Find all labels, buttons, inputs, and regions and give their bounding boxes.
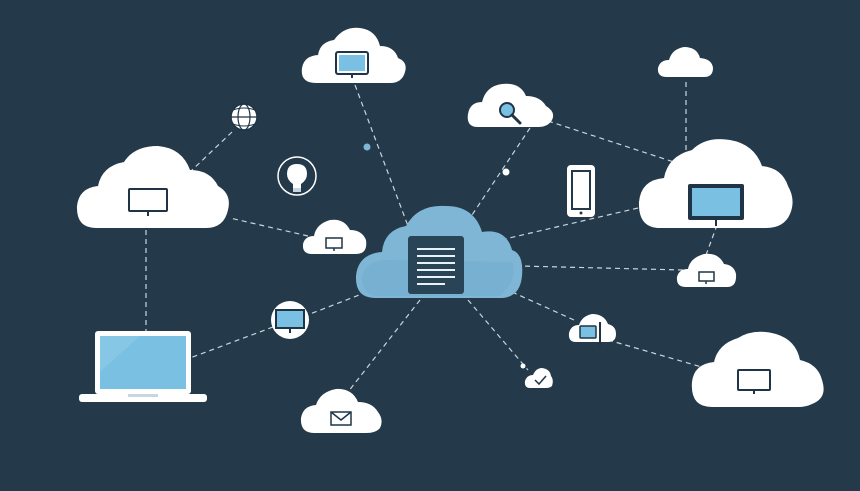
lightbulb-icon (287, 164, 307, 192)
small-tv-cloud[interactable] (302, 219, 367, 254)
connector-globe (189, 131, 233, 173)
connector-search-right-monitor (547, 120, 681, 165)
left-monitor-cloud[interactable] (76, 146, 229, 228)
tv-icon (698, 271, 715, 284)
connectors (145, 82, 717, 393)
connector-email (347, 299, 421, 393)
envelope-icon (330, 411, 352, 426)
checkmark-cloud[interactable] (524, 368, 553, 388)
tablet-stylus-icon (579, 322, 601, 346)
connector-dot-bottom (520, 363, 526, 369)
laptop-icon (79, 331, 207, 402)
connector-top-monitor (354, 84, 409, 227)
monitor-icon (737, 369, 771, 394)
tv-icon (275, 309, 305, 333)
connector-checkmark (467, 299, 529, 371)
connector-tv-circle (309, 291, 368, 315)
monitor-icon (688, 184, 744, 226)
connector-small-tv (229, 217, 309, 237)
tablet-cloud[interactable] (568, 314, 616, 346)
lightbulb[interactable] (277, 156, 317, 196)
search-icon (499, 102, 522, 125)
bottom-right-monitor-cloud[interactable] (691, 331, 824, 407)
connector-right-small-tv (519, 265, 684, 271)
central-cloud[interactable] (355, 205, 523, 298)
connector-bottom-right-monitor (607, 339, 706, 369)
connector-laptop (189, 326, 274, 359)
laptop[interactable] (79, 331, 207, 402)
connector-search (465, 127, 531, 225)
globe-icon (230, 103, 258, 131)
connector-right-small-tv-to-monitor (705, 227, 717, 256)
top-monitor-cloud[interactable] (301, 27, 406, 83)
search-cloud[interactable] (467, 83, 554, 127)
monitor-icon (335, 51, 369, 78)
tv-icon (325, 237, 343, 251)
smartphone[interactable] (567, 165, 595, 217)
smartphone-icon (567, 165, 595, 217)
right-small-tv-cloud[interactable] (676, 253, 737, 287)
top-right-small-cloud[interactable] (657, 47, 713, 77)
checkmark-icon (534, 375, 547, 386)
globe[interactable] (230, 103, 258, 131)
connector-dot-blue (363, 143, 371, 151)
monitor-icon (128, 188, 168, 216)
connector-right-monitor (491, 207, 639, 243)
connector-dot-white (502, 168, 510, 176)
server-document-icon (408, 236, 464, 294)
tv-circle[interactable] (271, 301, 309, 339)
connector-tablet (511, 291, 575, 321)
right-monitor-cloud[interactable] (638, 139, 793, 228)
email-cloud[interactable] (300, 388, 382, 433)
